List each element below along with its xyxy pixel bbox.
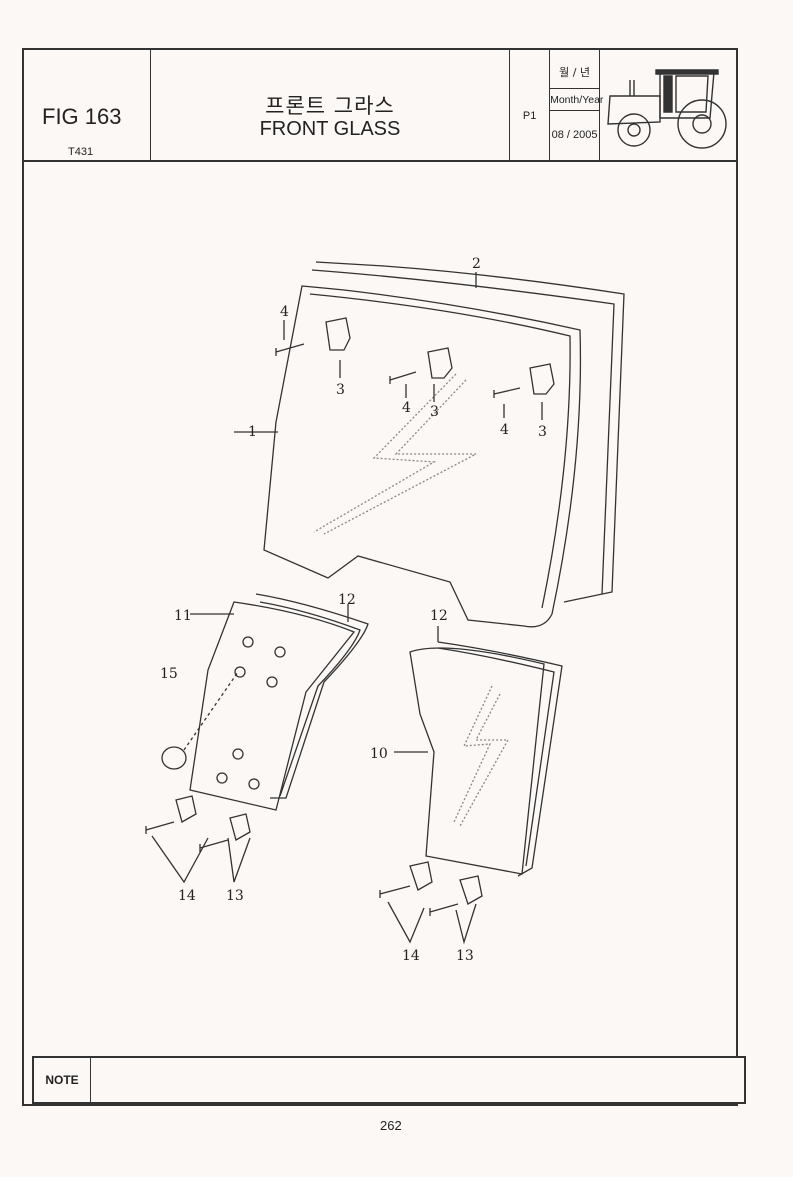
title-korean: 프론트 그라스 <box>265 94 395 118</box>
callout-label: 4 <box>500 422 509 438</box>
title-english: FRONT GLASS <box>259 118 401 140</box>
header: FIG 163 T431 프론트 그라스 FRONT GLASS P1 월 / … <box>24 50 736 162</box>
callout-label: 14 <box>178 888 196 904</box>
screw-4a <box>275 343 305 356</box>
tractor-icon <box>607 69 727 149</box>
windshield-glass-edge <box>309 293 571 609</box>
bracket-13b <box>229 813 251 841</box>
screw-14a <box>145 821 175 834</box>
date-value: 08 / 2005 <box>550 110 600 159</box>
screw-4c <box>493 387 521 398</box>
plug-15 <box>161 746 187 770</box>
callout-label: 14 <box>402 948 420 964</box>
callout-label: 2 <box>472 256 481 272</box>
bracket-13a <box>175 795 197 823</box>
callout-label: 4 <box>402 400 411 416</box>
logo-cell <box>600 50 736 160</box>
bracket-13c <box>409 861 433 891</box>
callout-label: 4 <box>280 304 289 320</box>
screw-14d <box>429 903 459 916</box>
callout-label: 12 <box>430 608 448 624</box>
callout-labels: 1 2 3 3 3 4 4 4 10 11 12 12 13 13 14 14 … <box>160 256 547 964</box>
model-code: T431 <box>68 146 94 158</box>
screw-14c <box>379 885 411 898</box>
left-glass <box>189 601 356 811</box>
callout-label: 13 <box>226 888 244 904</box>
date-label-korean: 월 / 년 <box>559 66 591 79</box>
date-cell: 월 / 년 Month/Year 08 / 2005 <box>550 50 603 160</box>
bracket-3a <box>325 317 351 351</box>
left-glass-seal-inner <box>259 601 361 797</box>
right-glass <box>409 647 545 875</box>
callout-label: 3 <box>336 382 345 398</box>
note-row: NOTE <box>32 1056 746 1104</box>
right-glass-seal <box>437 641 563 877</box>
note-content <box>91 1058 744 1102</box>
right-glass-seal-inner <box>437 647 555 867</box>
page-number: 262 <box>380 1118 402 1133</box>
windshield-glass <box>263 285 582 628</box>
note-label: NOTE <box>34 1058 91 1102</box>
bracket-13d <box>459 875 483 905</box>
front-glass-diagram: 1 2 3 3 3 4 4 4 10 11 12 12 13 13 14 14 … <box>145 256 625 964</box>
page-id: P1 <box>522 110 537 122</box>
fig-cell: FIG 163 T431 <box>24 50 151 160</box>
callout-label: 1 <box>248 424 257 440</box>
title-cell: 프론트 그라스 FRONT GLASS <box>151 50 511 160</box>
windshield-seal <box>315 261 625 603</box>
screw-14b <box>199 839 229 852</box>
callout-label: 13 <box>456 948 474 964</box>
callout-label: 3 <box>430 404 439 420</box>
page-frame: FIG 163 T431 프론트 그라스 FRONT GLASS P1 월 / … <box>22 48 746 1106</box>
left-glass-seal <box>255 593 369 799</box>
bracket-3b <box>427 347 453 379</box>
callout-label: 15 <box>160 666 178 682</box>
callout-label: 10 <box>370 746 388 762</box>
callout-label: 3 <box>538 424 547 440</box>
fig-number: FIG 163 <box>42 104 122 129</box>
page-id-cell: P1 <box>510 50 551 160</box>
bracket-3c <box>529 363 555 395</box>
screw-4b <box>389 371 417 384</box>
windshield-seal-inner <box>311 269 615 595</box>
callout-label: 12 <box>338 592 356 608</box>
date-label-english: Month/Year <box>550 88 603 111</box>
callout-label: 11 <box>174 608 192 624</box>
